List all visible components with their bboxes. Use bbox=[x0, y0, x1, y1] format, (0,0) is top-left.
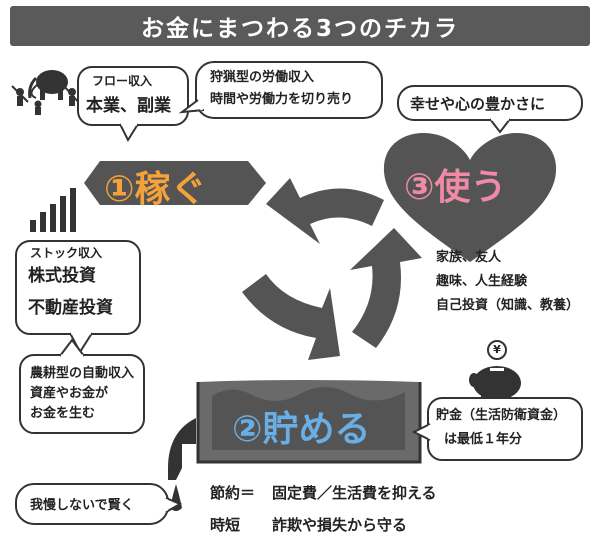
faucet-icon bbox=[168, 418, 196, 511]
wise-text: 我慢しないで賢く bbox=[30, 498, 134, 513]
farming-bubble bbox=[19, 338, 145, 434]
flow-income-line: 本業、副業 bbox=[86, 96, 171, 116]
deposit-line-2: は最低１年分 bbox=[444, 432, 523, 447]
farming-line-2: 資産やお金が bbox=[30, 386, 109, 401]
hunting-line-1: 狩猟型の労働収入 bbox=[210, 70, 315, 85]
farming-line-3: お金を生む bbox=[30, 406, 96, 421]
hunters-mammoth-icon bbox=[11, 70, 81, 115]
use-bubble bbox=[397, 85, 583, 134]
use-bubble-text: 幸せや心の豊かさに bbox=[410, 95, 546, 113]
stock-income-bubble bbox=[15, 240, 141, 354]
earn-banner bbox=[84, 161, 266, 205]
bar-chart-icon bbox=[30, 188, 76, 232]
use-line-2: 趣味、人生経験 bbox=[436, 274, 528, 289]
flow-income-heading: フロー収入 bbox=[92, 74, 153, 88]
use-line-3: 自己投資（知識、教養） bbox=[436, 298, 580, 313]
water-tub bbox=[196, 380, 422, 464]
deposit-bubble bbox=[411, 397, 583, 461]
setsuyaku-label: 節約＝ bbox=[210, 484, 256, 502]
heart-icon bbox=[383, 133, 557, 262]
stock-line-2: 不動産投資 bbox=[28, 298, 113, 318]
cycle-arrows-icon bbox=[242, 178, 422, 360]
deposit-line-1: 貯金（生活防衛資金） bbox=[436, 408, 567, 423]
farming-line-1: 農耕型の自動収入 bbox=[30, 366, 135, 381]
earn-title: ①稼ぐ bbox=[104, 169, 207, 210]
save-title: ②貯める bbox=[232, 409, 371, 450]
stock-income-heading: ストック収入 bbox=[30, 246, 103, 260]
hunting-line-2: 時間や労働力を切り売り bbox=[210, 92, 354, 107]
stock-line-1: 株式投資 bbox=[28, 266, 96, 286]
use-title: ③使う bbox=[404, 167, 507, 208]
wise-bubble bbox=[15, 483, 183, 525]
jitan-label: 時短 bbox=[210, 516, 241, 534]
hunting-labor-bubble bbox=[178, 61, 383, 119]
jitan-text: 詐欺や損失から守る bbox=[272, 516, 408, 534]
yen-coin-icon: ¥ bbox=[493, 343, 501, 356]
flow-income-bubble bbox=[77, 66, 189, 143]
use-line-1: 家族、友人 bbox=[436, 250, 502, 265]
page-title: お金にまつわる3つのチカラ bbox=[140, 16, 459, 42]
setsuyaku-text: 固定費／生活費を抑える bbox=[272, 484, 437, 502]
header-banner: お金にまつわる3つのチカラ bbox=[10, 6, 590, 46]
